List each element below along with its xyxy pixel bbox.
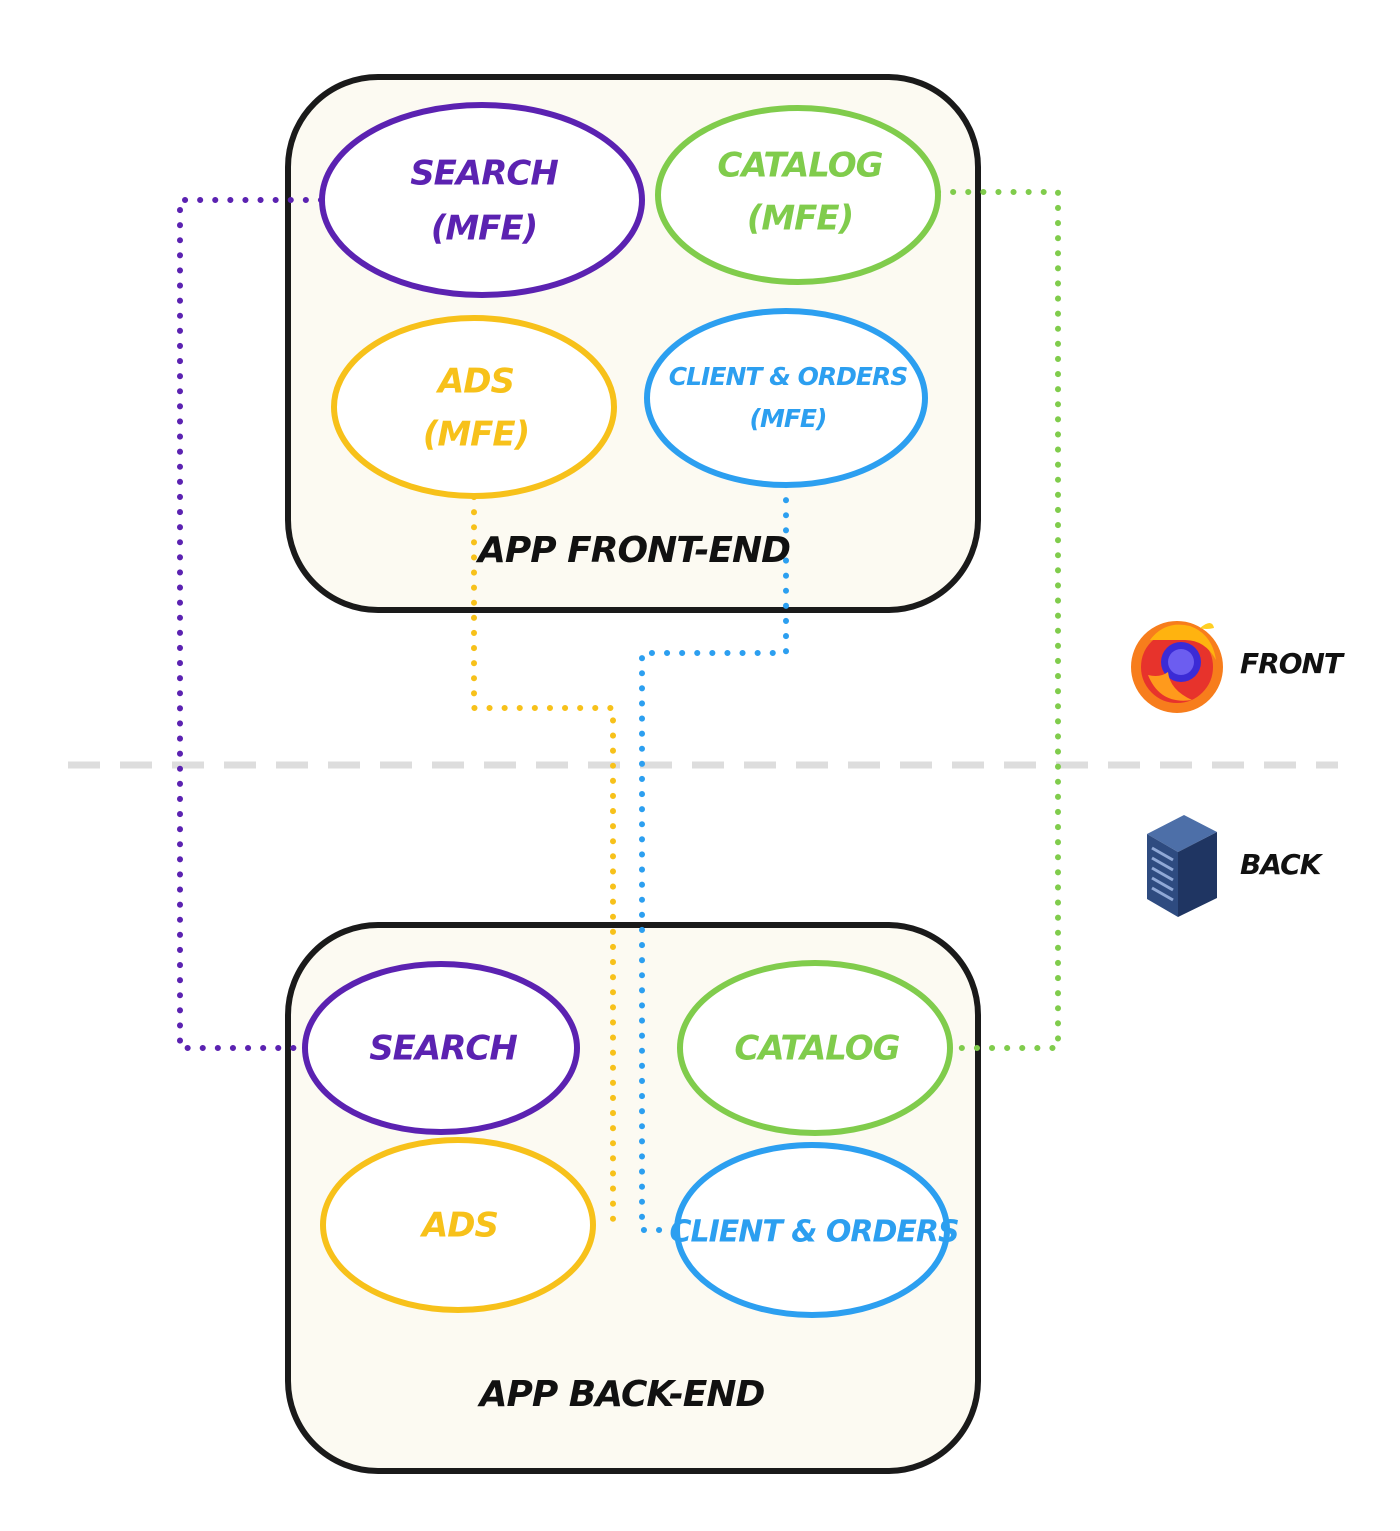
- legend-front-label: FRONT: [1240, 647, 1345, 680]
- back-client-orders-module: CLIENT & ORDERS: [669, 1142, 960, 1318]
- firefox-icon: [1131, 621, 1223, 713]
- back-catalog-module: CATALOG: [677, 960, 953, 1136]
- front-catalog-mfe-label: (MFE): [747, 199, 853, 239]
- front-ads-label: ADS: [435, 362, 514, 402]
- back-ads-label: ADS: [419, 1206, 498, 1246]
- front-catalog-module: CATALOG (MFE): [655, 105, 941, 285]
- front-search-mfe-label: (MFE): [431, 209, 537, 249]
- server-icon: [1147, 815, 1217, 917]
- back-ads-module: ADS: [320, 1137, 596, 1313]
- front-client-orders-label: CLIENT & ORDERS: [669, 362, 907, 391]
- ads-connector: [471, 494, 616, 1228]
- back-search-module: SEARCH: [302, 961, 580, 1135]
- front-catalog-label: CATALOG: [717, 146, 882, 186]
- legend-back-label: BACK: [1240, 848, 1324, 881]
- front-end-title: APP FRONT-END: [475, 530, 790, 571]
- back-catalog-label: CATALOG: [734, 1029, 899, 1069]
- front-client-orders-mfe-label: (MFE): [750, 404, 827, 433]
- front-search-module: SEARCH (MFE): [319, 102, 645, 298]
- front-client-orders-module: CLIENT & ORDERS (MFE): [644, 308, 928, 488]
- front-ads-module: ADS (MFE): [331, 315, 617, 499]
- back-end-title: APP BACK-END: [477, 1374, 765, 1415]
- front-ads-mfe-label: (MFE): [423, 415, 529, 455]
- back-client-orders-label: CLIENT & ORDERS: [669, 1215, 958, 1250]
- catalog-connector: [935, 189, 1061, 1051]
- front-search-label: SEARCH: [410, 154, 558, 194]
- back-search-label: SEARCH: [369, 1029, 517, 1069]
